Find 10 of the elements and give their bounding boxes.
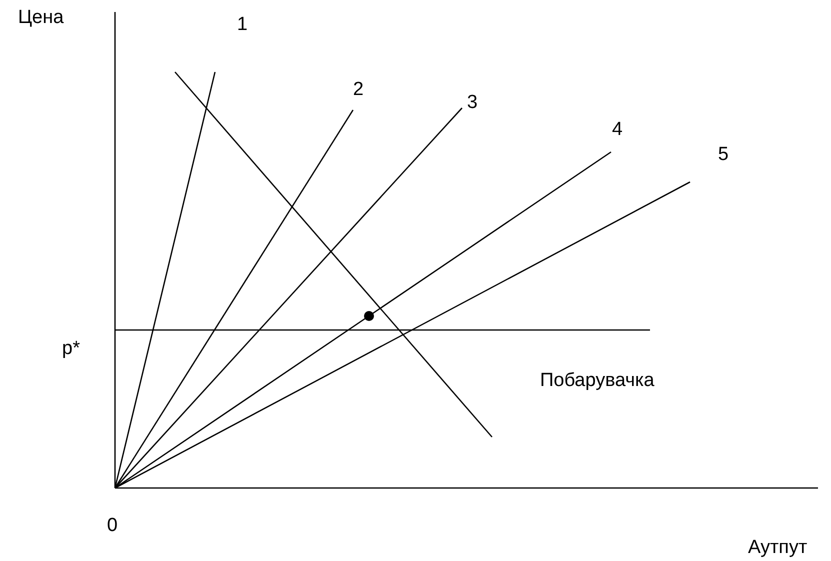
- line-label: 2: [353, 80, 364, 99]
- origin-label: 0: [107, 516, 118, 535]
- curve-label: Побарувачка: [540, 371, 654, 390]
- line-label: 1: [237, 15, 248, 34]
- axis-label: Аутпут: [748, 538, 808, 557]
- line-label: 3: [467, 93, 478, 112]
- price-label: p*: [62, 339, 80, 358]
- line-label: 5: [718, 145, 729, 164]
- axis-label: Цена: [18, 8, 64, 27]
- line-label: 4: [612, 120, 623, 139]
